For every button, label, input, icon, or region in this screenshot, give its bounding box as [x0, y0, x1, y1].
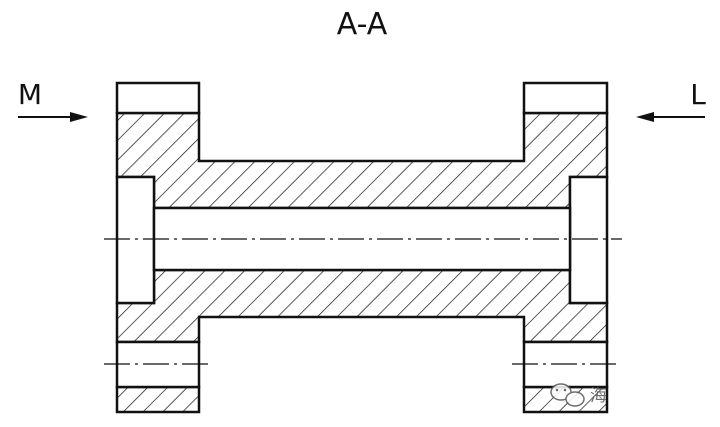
view-label-left: M: [18, 78, 42, 111]
view-arrow-right: [636, 112, 705, 122]
view-label-right: L: [690, 78, 706, 111]
watermark-text: 海: [590, 386, 607, 406]
flange-top-strips: [115, 81, 609, 115]
view-arrow-left: [18, 112, 88, 122]
center-lines: [104, 238, 622, 365]
wechat-bubble-icon: [550, 383, 585, 407]
watermark: 海: [550, 383, 607, 407]
section-title: A-A: [337, 7, 388, 42]
